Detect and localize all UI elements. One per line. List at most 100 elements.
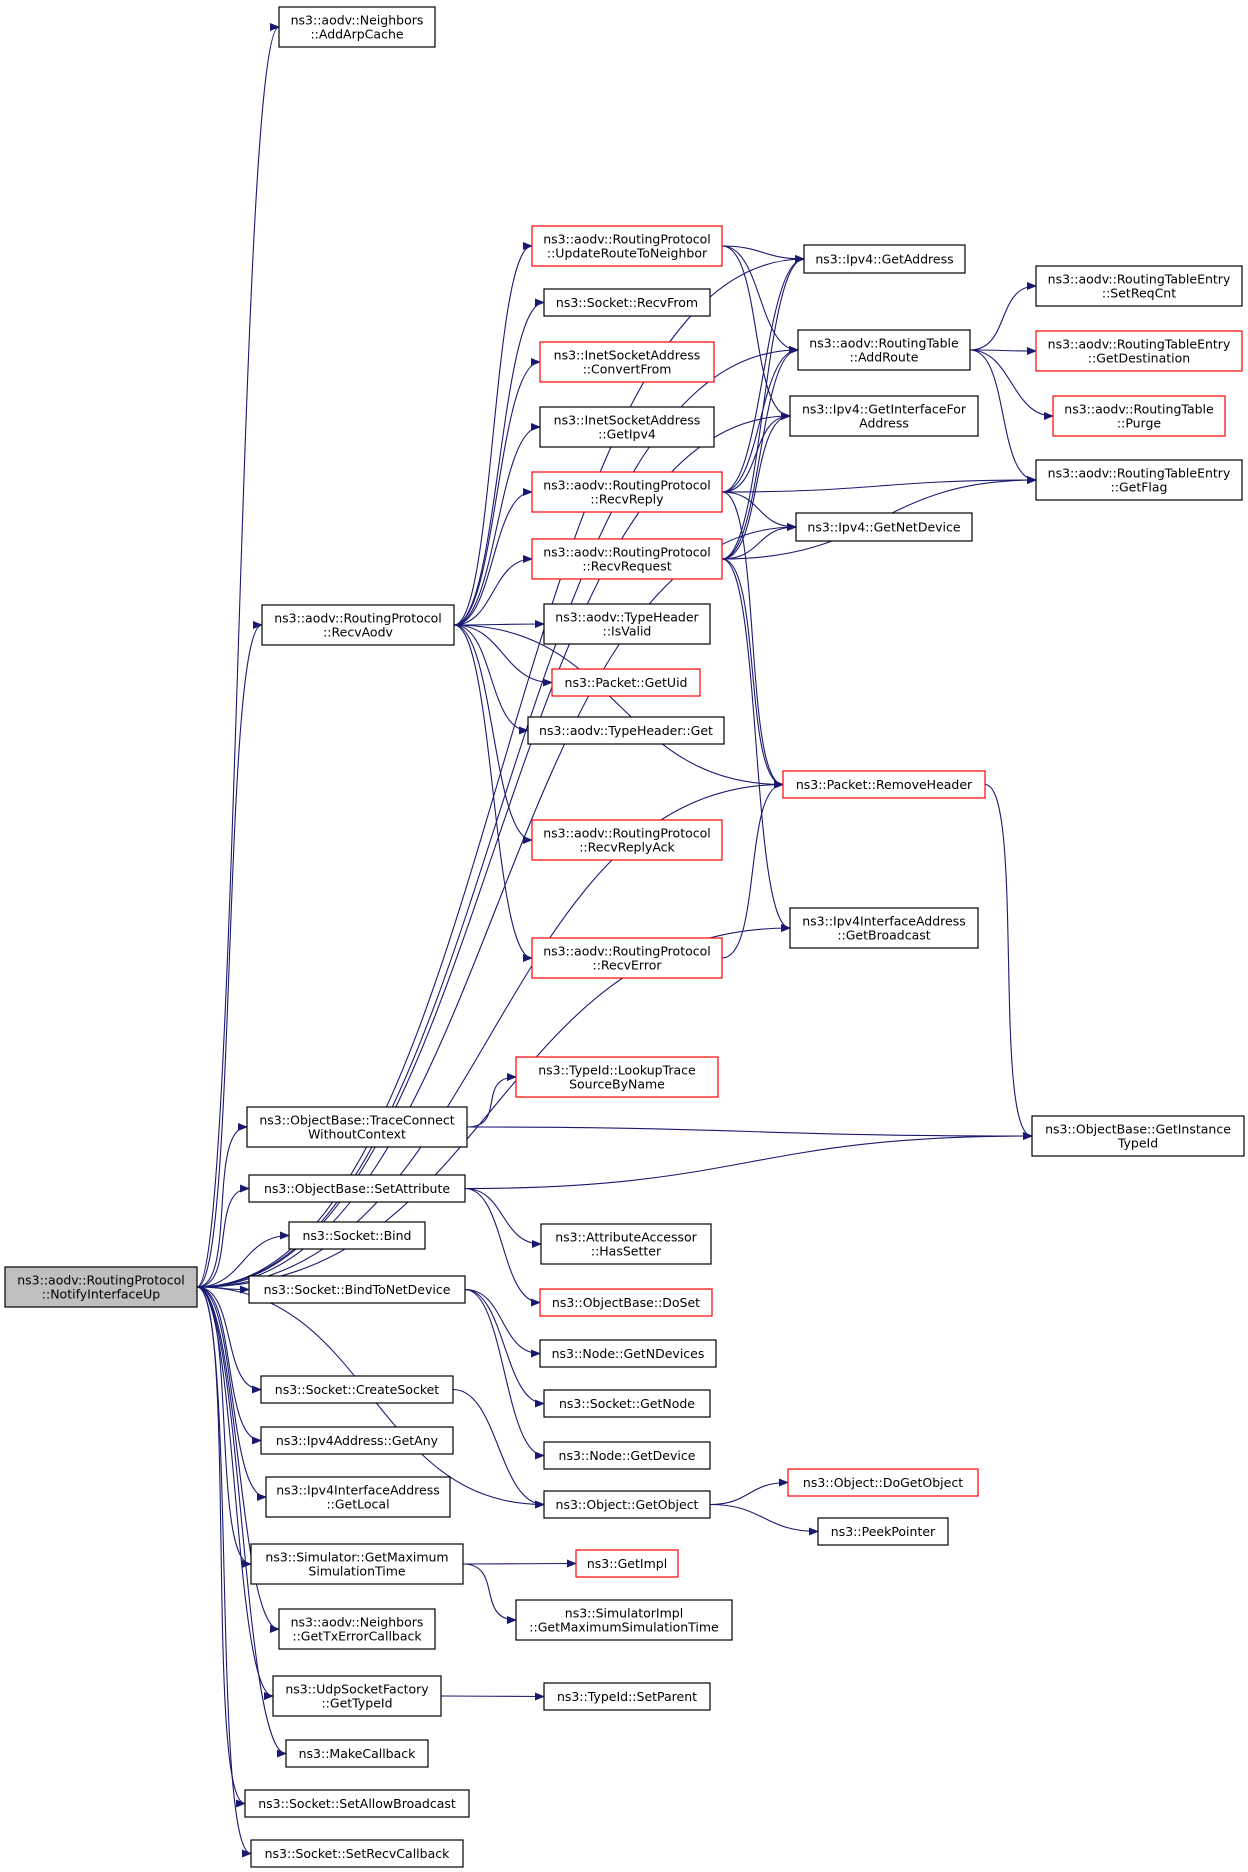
edge-setattr-to-getinst xyxy=(464,1132,1033,1190)
node-box xyxy=(1052,395,1226,437)
node-box xyxy=(789,907,979,949)
node-convfrom[interactable]: ns3::InetSocketAddress::ConvertFrom xyxy=(539,341,715,383)
edge-notify-to-getlocal xyxy=(196,1286,267,1501)
node-setattr[interactable]: ns3::ObjectBase::SetAttribute xyxy=(248,1174,466,1203)
node-setparent[interactable]: ns3::TypeId::SetParent xyxy=(543,1682,711,1711)
node-box xyxy=(539,1288,713,1317)
edge-setattr-to-hassetter xyxy=(464,1187,542,1248)
node-getdest[interactable]: ns3::aodv::RoutingTableEntry::GetDestina… xyxy=(1035,330,1243,372)
edge-traceconn-to-lookuptrace xyxy=(466,1073,517,1128)
node-setallowb[interactable]: ns3::Socket::SetAllowBroadcast xyxy=(244,1789,470,1818)
node-label-line: ns3::Node::GetDevice xyxy=(559,1448,696,1463)
node-bindnetdev[interactable]: ns3::Socket::BindToNetDevice xyxy=(248,1275,466,1304)
node-recvreplyack[interactable]: ns3::aodv::RoutingProtocol::RecvReplyAck xyxy=(531,819,723,861)
node-setreqcnt[interactable]: ns3::aodv::RoutingTableEntry::SetReqCnt xyxy=(1035,265,1243,307)
node-recvfrom[interactable]: ns3::Socket::RecvFrom xyxy=(543,288,711,317)
node-getobject[interactable]: ns3::Object::GetObject xyxy=(543,1490,711,1519)
node-peekptr[interactable]: ns3::PeekPointer xyxy=(817,1517,949,1546)
node-label-line: ns3::aodv::Neighbors xyxy=(291,13,424,28)
node-box xyxy=(543,1682,711,1711)
node-addarp[interactable]: ns3::aodv::Neighbors::AddArpCache xyxy=(278,6,436,48)
node-removeheader[interactable]: ns3::Packet::RemoveHeader xyxy=(782,770,986,799)
node-getimpl[interactable]: ns3::GetImpl xyxy=(575,1549,679,1578)
node-box xyxy=(531,937,723,979)
node-recvreply[interactable]: ns3::aodv::RoutingProtocol::RecvReply xyxy=(531,471,723,513)
edge-bindnetdev-to-getndev xyxy=(464,1288,541,1358)
edge-recvaodv-to-recverror xyxy=(453,624,533,962)
edge-recvreq-to-getiffor xyxy=(721,412,791,560)
node-label-line: ::Purge xyxy=(1117,416,1162,431)
node-label-line: ns3::Socket::RecvFrom xyxy=(556,295,698,310)
node-createsock[interactable]: ns3::Socket::CreateSocket xyxy=(260,1375,454,1404)
node-label-line: ns3::Ipv4InterfaceAddress xyxy=(802,914,966,929)
node-label-line: ns3::Object::GetObject xyxy=(556,1497,699,1512)
node-updroute[interactable]: ns3::aodv::RoutingProtocol::UpdateRouteT… xyxy=(531,225,723,267)
node-label-line: ns3::UdpSocketFactory xyxy=(285,1682,429,1697)
node-box xyxy=(795,512,973,542)
node-label-line: ns3::aodv::RoutingTableEntry xyxy=(1048,466,1231,481)
node-getaddress[interactable]: ns3::Ipv4::GetAddress xyxy=(803,244,966,274)
node-purge[interactable]: ns3::aodv::RoutingTable::Purge xyxy=(1052,395,1226,437)
edge-addroute-to-setreqcnt xyxy=(969,282,1037,351)
node-simimpl[interactable]: ns3::SimulatorImpl::GetMaximumSimulation… xyxy=(515,1599,733,1641)
node-box xyxy=(531,471,723,513)
node-notify[interactable]: ns3::aodv::RoutingProtocol::NotifyInterf… xyxy=(4,1266,198,1308)
edge-recvreq-to-getbcast xyxy=(721,558,791,932)
node-getndev[interactable]: ns3::Node::GetNDevices xyxy=(539,1339,717,1368)
node-getipv4[interactable]: ns3::InetSocketAddress::GetIpv4 xyxy=(539,406,715,448)
node-getuid[interactable]: ns3::Packet::GetUid xyxy=(551,668,701,697)
node-recverror[interactable]: ns3::aodv::RoutingProtocol::RecvError xyxy=(531,937,723,979)
edge-setattr-to-doset xyxy=(464,1187,541,1307)
node-label-line: ns3::Ipv4InterfaceAddress xyxy=(276,1483,440,1498)
node-addroute[interactable]: ns3::aodv::RoutingTable::AddRoute xyxy=(797,329,971,371)
node-makecb[interactable]: ns3::MakeCallback xyxy=(285,1739,429,1768)
node-box xyxy=(1031,1115,1245,1157)
node-box xyxy=(797,329,971,371)
node-recvreq[interactable]: ns3::aodv::RoutingProtocol::RecvRequest xyxy=(531,538,723,580)
node-box xyxy=(285,1739,429,1768)
node-doset[interactable]: ns3::ObjectBase::DoSet xyxy=(539,1288,713,1317)
edge-recvreq-to-getaddress xyxy=(721,255,805,560)
node-getlocal[interactable]: ns3::Ipv4InterfaceAddress::GetLocal xyxy=(265,1476,451,1518)
node-label-line: ns3::aodv::RoutingTable xyxy=(809,336,959,351)
node-sockbind[interactable]: ns3::Socket::Bind xyxy=(288,1221,426,1250)
node-isvalid[interactable]: ns3::aodv::TypeHeader::IsValid xyxy=(543,603,711,645)
node-getflag[interactable]: ns3::aodv::RoutingTableEntry::GetFlag xyxy=(1035,459,1243,501)
node-setrecvcb[interactable]: ns3::Socket::SetRecvCallback xyxy=(250,1839,464,1868)
edge-notify-to-gettxerr xyxy=(196,1286,280,1633)
node-nodegetdev[interactable]: ns3::Node::GetDevice xyxy=(543,1441,711,1470)
node-box xyxy=(543,1441,711,1470)
edge-recvreply-to-getaddress xyxy=(721,255,805,493)
node-getbcast[interactable]: ns3::Ipv4InterfaceAddress::GetBroadcast xyxy=(789,907,979,949)
node-label-line: ns3::AttributeAccessor xyxy=(555,1230,697,1245)
node-box xyxy=(250,1839,464,1868)
node-hassetter[interactable]: ns3::AttributeAccessor::HasSetter xyxy=(540,1223,712,1265)
node-getmaxsim[interactable]: ns3::Simulator::GetMaximumSimulationTime xyxy=(250,1543,464,1585)
node-traceconn[interactable]: ns3::ObjectBase::TraceConnectWithoutCont… xyxy=(246,1106,468,1148)
node-box xyxy=(543,1389,711,1418)
node-thget[interactable]: ns3::aodv::TypeHeader::Get xyxy=(527,716,725,745)
node-getnetdev[interactable]: ns3::Ipv4::GetNetDevice xyxy=(795,512,973,542)
node-label-line: ns3::MakeCallback xyxy=(299,1746,417,1761)
node-box xyxy=(515,1599,733,1641)
node-label-line: ::SetReqCnt xyxy=(1102,286,1176,301)
edge-addroute-to-getflag xyxy=(969,349,1037,484)
node-box xyxy=(4,1266,198,1308)
node-label-line: ns3::TypeId::SetParent xyxy=(557,1689,697,1704)
node-gettxerr[interactable]: ns3::aodv::Neighbors::GetTxErrorCallback xyxy=(278,1608,436,1650)
node-sockgetnode[interactable]: ns3::Socket::GetNode xyxy=(543,1389,711,1418)
node-udpfact[interactable]: ns3::UdpSocketFactory::GetTypeId xyxy=(272,1675,442,1717)
node-recvaodv[interactable]: ns3::aodv::RoutingProtocol::RecvAodv xyxy=(261,604,455,646)
node-label-line: ::RecvReplyAck xyxy=(579,840,675,855)
node-label-line: ns3::Ipv4Address::GetAny xyxy=(276,1433,439,1448)
node-box xyxy=(789,395,979,437)
node-dogetobj[interactable]: ns3::Object::DoGetObject xyxy=(787,1468,979,1497)
edge-recvaodv-to-removeheader xyxy=(453,624,784,789)
node-label-line: ns3::InetSocketAddress xyxy=(554,348,701,363)
node-getany[interactable]: ns3::Ipv4Address::GetAny xyxy=(260,1426,454,1455)
node-box xyxy=(288,1221,426,1250)
node-layer: ns3::aodv::RoutingProtocol::NotifyInterf… xyxy=(4,6,1245,1868)
